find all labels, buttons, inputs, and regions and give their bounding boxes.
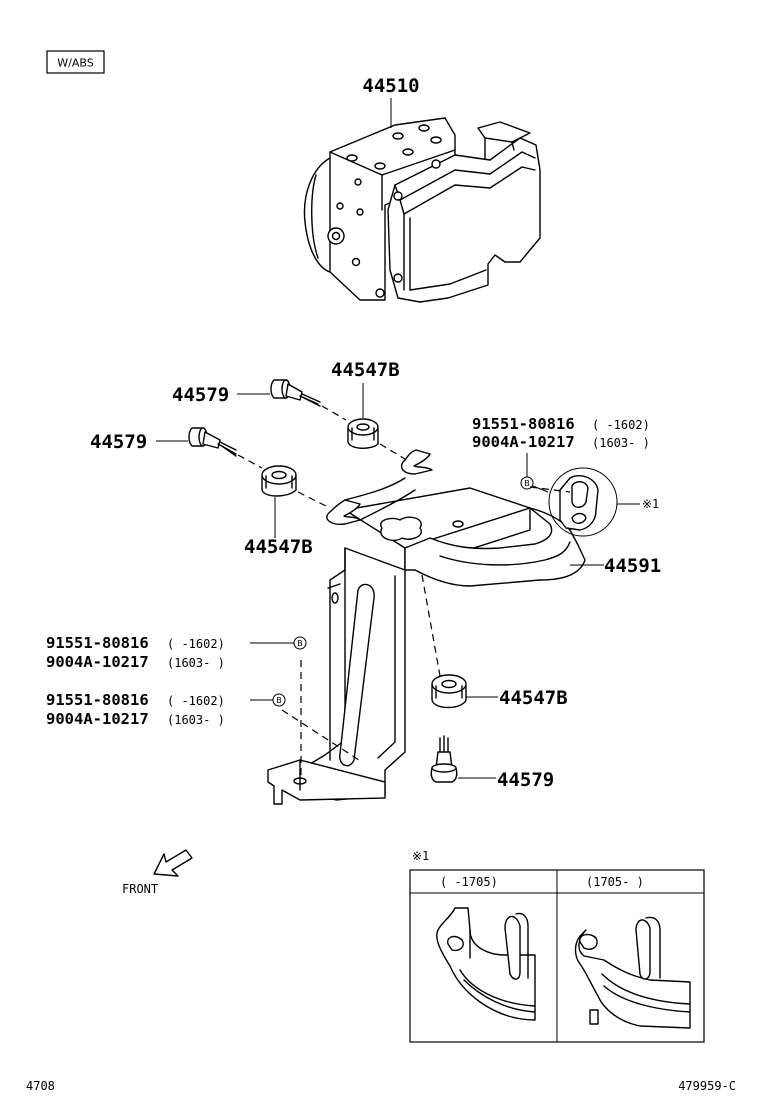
callout2-marker: B [297, 639, 303, 648]
part-number-bracket: 44591 [604, 555, 661, 577]
bolt-lower-drawing [430, 735, 458, 783]
bracket-drawing [267, 449, 599, 805]
callout1-range2: (1603- ) [592, 436, 650, 450]
abs-actuator-drawing [303, 117, 541, 303]
part-number-cushion-upper: 44547B [331, 359, 400, 381]
cushion-lower-drawing [431, 674, 467, 709]
part-number-bolt-upper: 44579 [172, 384, 229, 406]
detail-col2-label: (1705- ) [586, 875, 644, 889]
cushion-left-drawing [261, 465, 297, 497]
callout3-marker-circle [272, 693, 286, 707]
bolt-callout-1: 91551-80816 ( -1602) 9004A-10217 (1603- … [472, 415, 650, 493]
callout1-marker: B [524, 479, 530, 488]
bolt-callout-3: 91551-80816 ( -1602) 9004A-10217 (1603- … [46, 691, 286, 728]
detail-col1-label: ( -1705) [440, 875, 498, 889]
part-number-cushion-left: 44547B [244, 536, 313, 558]
detail-reference: ※1 [642, 497, 659, 511]
bolt-left-drawing [188, 427, 237, 457]
detail-circle [548, 467, 618, 537]
callout3-range2: (1603- ) [167, 713, 225, 727]
callout3-marker: B [276, 696, 282, 705]
part-number-bolt-left: 44579 [90, 431, 147, 453]
callout2-marker-circle [293, 636, 307, 650]
bolt-upper-drawing [270, 379, 321, 407]
variant-tag: W/ABS [46, 50, 105, 74]
bolt-callout-2: 91551-80816 ( -1602) 9004A-10217 (1603- … [46, 634, 307, 671]
part-number-bolt-lower: 44579 [497, 769, 554, 791]
assembly-line [281, 709, 363, 763]
callout1-marker-circle [520, 476, 534, 490]
detail-table-title: ※1 [412, 849, 429, 863]
front-label: FRONT [122, 882, 158, 896]
detail-drawing-left [436, 907, 536, 1021]
callout2-part2: 9004A-10217 [46, 653, 149, 671]
callout1-part2: 9004A-10217 [472, 433, 575, 451]
detail-table: ※1 ( -1705) (1705- ) [409, 849, 705, 1043]
leader-line [532, 485, 549, 493]
callout3-part1: 91551-80816 [46, 691, 149, 709]
assembly-line [297, 491, 331, 509]
callout2-range1: ( -1602) [167, 637, 225, 651]
callout2-range2: (1603- ) [167, 656, 225, 670]
footer-right: 479959-C [678, 1079, 736, 1093]
callout2-part1: 91551-80816 [46, 634, 149, 652]
callout1-range1: ( -1602) [592, 418, 650, 432]
part-number-cushion-lower: 44547B [499, 687, 568, 709]
assembly-line [421, 574, 441, 677]
part-number-actuator: 44510 [362, 75, 419, 97]
footer-left: 4708 [26, 1079, 55, 1093]
callout3-range1: ( -1602) [167, 694, 225, 708]
callout3-part2: 9004A-10217 [46, 710, 149, 728]
variant-tag-label: W/ABS [57, 57, 93, 70]
assembly-line [237, 454, 263, 469]
cushion-upper-drawing [347, 418, 379, 449]
detail-drawing-right [574, 916, 691, 1029]
assembly-line [321, 405, 347, 421]
callout1-part1: 91551-80816 [472, 415, 575, 433]
front-arrow: FRONT [122, 849, 193, 896]
